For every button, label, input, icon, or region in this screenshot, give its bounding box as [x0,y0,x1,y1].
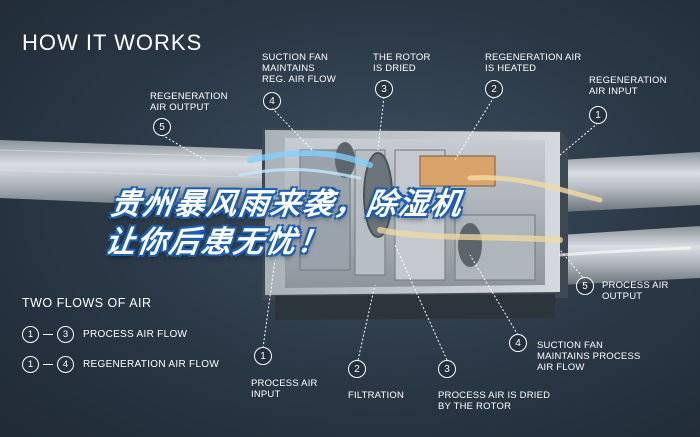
promo-banner-line-1: 贵州暴风雨来袭，除湿机 [108,187,466,222]
callout-suction-fan-reg-number: 4 [263,92,281,110]
callout-rotor-dried-number: 3 [375,80,393,98]
callout-regeneration-heated-number: 2 [485,80,503,98]
callout-suction-fan-process-label: SUCTION FAN MAINTAINS PROCESS AIR FLOW [537,340,641,373]
callout-suction-fan-process-number: 4 [509,334,527,352]
callout-regeneration-air-output-label: REGENERATION AIR OUTPUT [150,91,228,113]
flow-legend-regeneration: 1 4 REGENERATION AIR FLOW [22,356,219,373]
callout-filtration-label: FILTRATION [348,390,405,401]
flow-start-number: 1 [22,326,39,343]
leader-lines [161,96,599,361]
callout-regeneration-air-output-number: 5 [153,118,171,136]
flow-legend-process: 1 3 PROCESS AIR FLOW [22,326,187,343]
flow-start-number: 1 [22,356,39,373]
airflow-streams [238,150,692,257]
callout-process-air-dried-number: 3 [438,360,456,378]
page-title: HOW IT WORKS [22,30,203,55]
callout-rotor-dried-label: THE ROTOR IS DRIED [373,52,431,74]
callout-suction-fan-reg-label: SUCTION FAN MAINTAINS REG. AIR FLOW [262,52,336,85]
callout-filtration-number: 2 [348,360,366,378]
promo-banner-line-2: 让你后患无忧！ [102,225,332,260]
callout-process-air-dried-label: PROCESS AIR IS DRIED BY THE ROTOR [438,390,551,412]
flow-dash [43,363,53,366]
flows-legend-title: TWO FLOWS OF AIR [22,296,152,310]
callout-process-air-input-label: PROCESS AIR INPUT [251,378,318,400]
flow-label: PROCESS AIR FLOW [83,329,188,340]
flow-label: REGENERATION AIR FLOW [83,359,220,370]
promo-banner: 贵州暴风雨来袭，除湿机 让你后患无忧！ [103,186,634,262]
flow-end-number: 4 [57,356,74,373]
callout-regeneration-heated-label: REGENERATION AIR IS HEATED [485,52,582,74]
callout-regeneration-air-input-label: REGENERATION AIR INPUT [589,75,667,97]
flow-end-number: 3 [57,326,74,343]
left-duct [0,140,281,210]
callout-process-air-output-label: PROCESS AIR OUTPUT [602,280,669,302]
callout-process-air-input-number: 1 [254,347,272,365]
flow-dash [43,333,53,336]
callout-regeneration-air-input-number: 1 [589,106,607,124]
callout-process-air-output-number: 5 [576,277,594,295]
